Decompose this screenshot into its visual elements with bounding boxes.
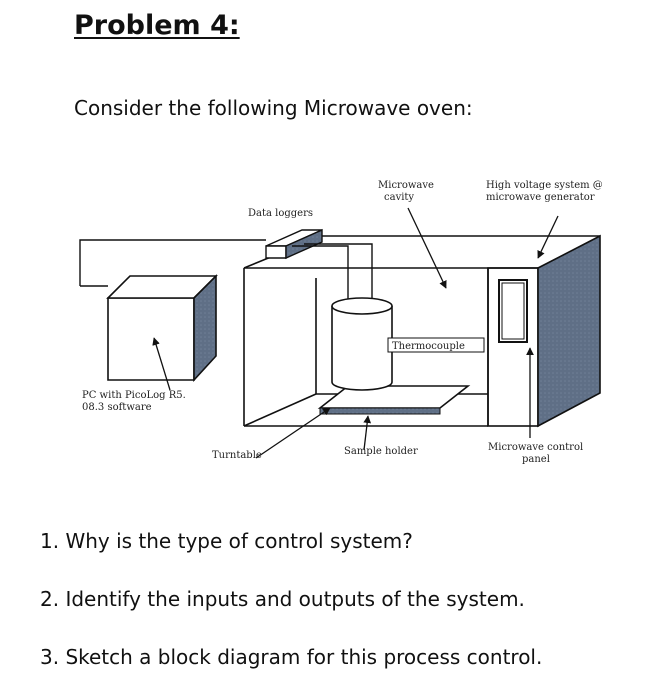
oven-side-panel — [537, 234, 601, 428]
label-arrows — [152, 207, 559, 459]
label-data-loggers: Data loggers — [248, 208, 313, 219]
label-microwave-cavity-2: cavity — [384, 192, 414, 203]
question-3: 3. Sketch a block diagram for this proce… — [40, 645, 543, 669]
label-turntable: Turntable — [212, 450, 262, 461]
diagram-svg: Microwave cavity High voltage system @ m… — [79, 180, 603, 465]
control-panel-window — [498, 279, 528, 343]
question-list: 1. Why is the type of control system? 2.… — [40, 524, 542, 698]
label-high-voltage-2: microwave generator — [486, 192, 595, 203]
sample-cylinder — [331, 297, 393, 391]
label-control-panel-1: Microwave control — [488, 442, 583, 453]
label-pc-2: 08.3 software — [82, 402, 152, 413]
turntable-plate — [317, 385, 471, 409]
pc-box — [106, 274, 218, 383]
pc-wire — [79, 239, 266, 286]
label-thermocouple: Thermocouple — [392, 341, 465, 352]
question-2: 2. Identify the inputs and outputs of th… — [40, 587, 525, 611]
label-microwave-cavity-1: Microwave — [378, 180, 434, 191]
diagram-labels: Microwave cavity High voltage system @ m… — [82, 180, 603, 465]
label-control-panel-2: panel — [522, 454, 550, 465]
microwave-oven-diagram: Microwave cavity High voltage system @ m… — [68, 168, 648, 498]
label-pc-1: PC with PicoLog R5. — [82, 390, 186, 401]
problem-intro: Consider the following Microwave oven: — [74, 96, 473, 120]
label-sample-holder: Sample holder — [344, 446, 418, 457]
problem-title: Problem 4: — [74, 10, 240, 41]
label-high-voltage-1: High voltage system @ — [486, 180, 603, 191]
question-1: 1. Why is the type of control system? — [40, 529, 413, 553]
